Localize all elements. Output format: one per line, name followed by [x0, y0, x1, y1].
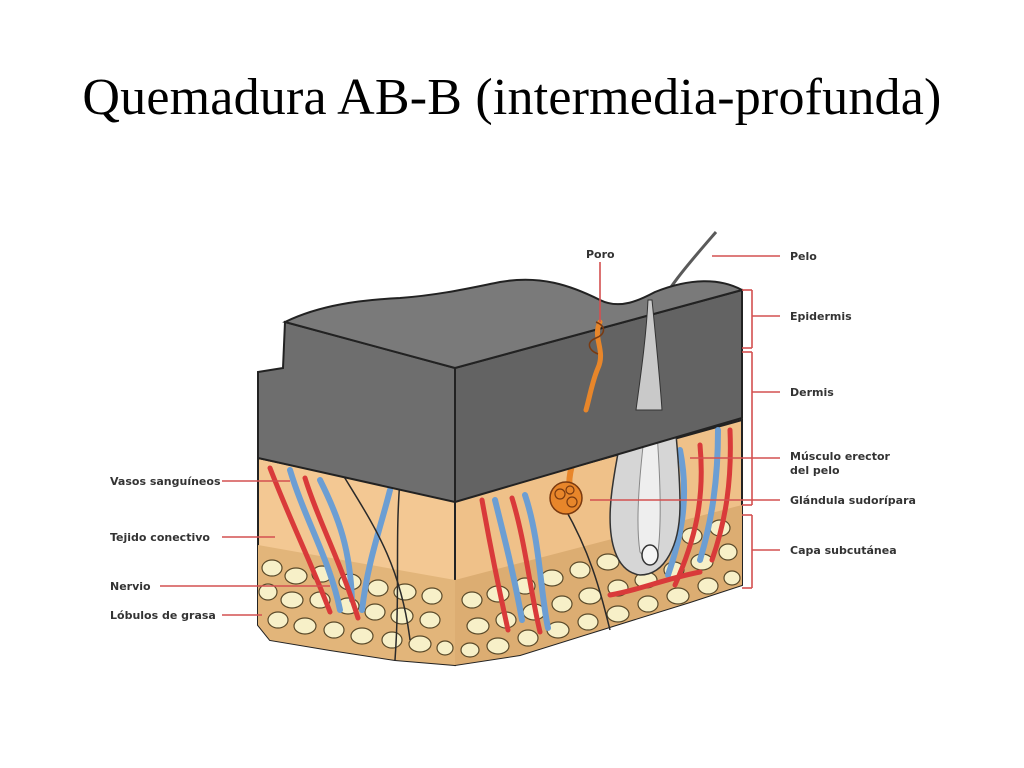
pore-spiral — [588, 321, 605, 355]
label-musculo-erector-1: Músculo erector — [790, 450, 891, 463]
gland-duct-through-burn — [583, 319, 604, 413]
label-nervio: Nervio — [110, 580, 151, 593]
label-glandula-sudoripara: Glándula sudorípara — [790, 494, 916, 507]
burned-layer-top — [282, 278, 745, 370]
label-vasos-sanguineos: Vasos sanguíneos — [110, 475, 221, 488]
label-dermis: Dermis — [790, 386, 834, 399]
veins — [287, 427, 721, 631]
label-lines — [160, 255, 780, 616]
nerves — [339, 469, 611, 661]
hair-through-burn — [635, 299, 663, 411]
label-lobulos-de-grasa: Lóbulos de grasa — [110, 609, 216, 622]
label-musculo-erector-2: del pelo — [790, 464, 840, 477]
hair-bulb — [641, 544, 659, 566]
label-epidermis: Epidermis — [790, 310, 852, 323]
label-tejido-conectivo: Tejido conectivo — [110, 531, 210, 544]
slide-title: Quemadura AB-B (intermedia-profunda) — [82, 69, 942, 126]
arteries — [267, 427, 733, 635]
label-capa-subcutanea: Capa subcutánea — [790, 544, 897, 557]
label-pelo: Pelo — [790, 250, 817, 263]
label-poro: Poro — [586, 248, 615, 261]
